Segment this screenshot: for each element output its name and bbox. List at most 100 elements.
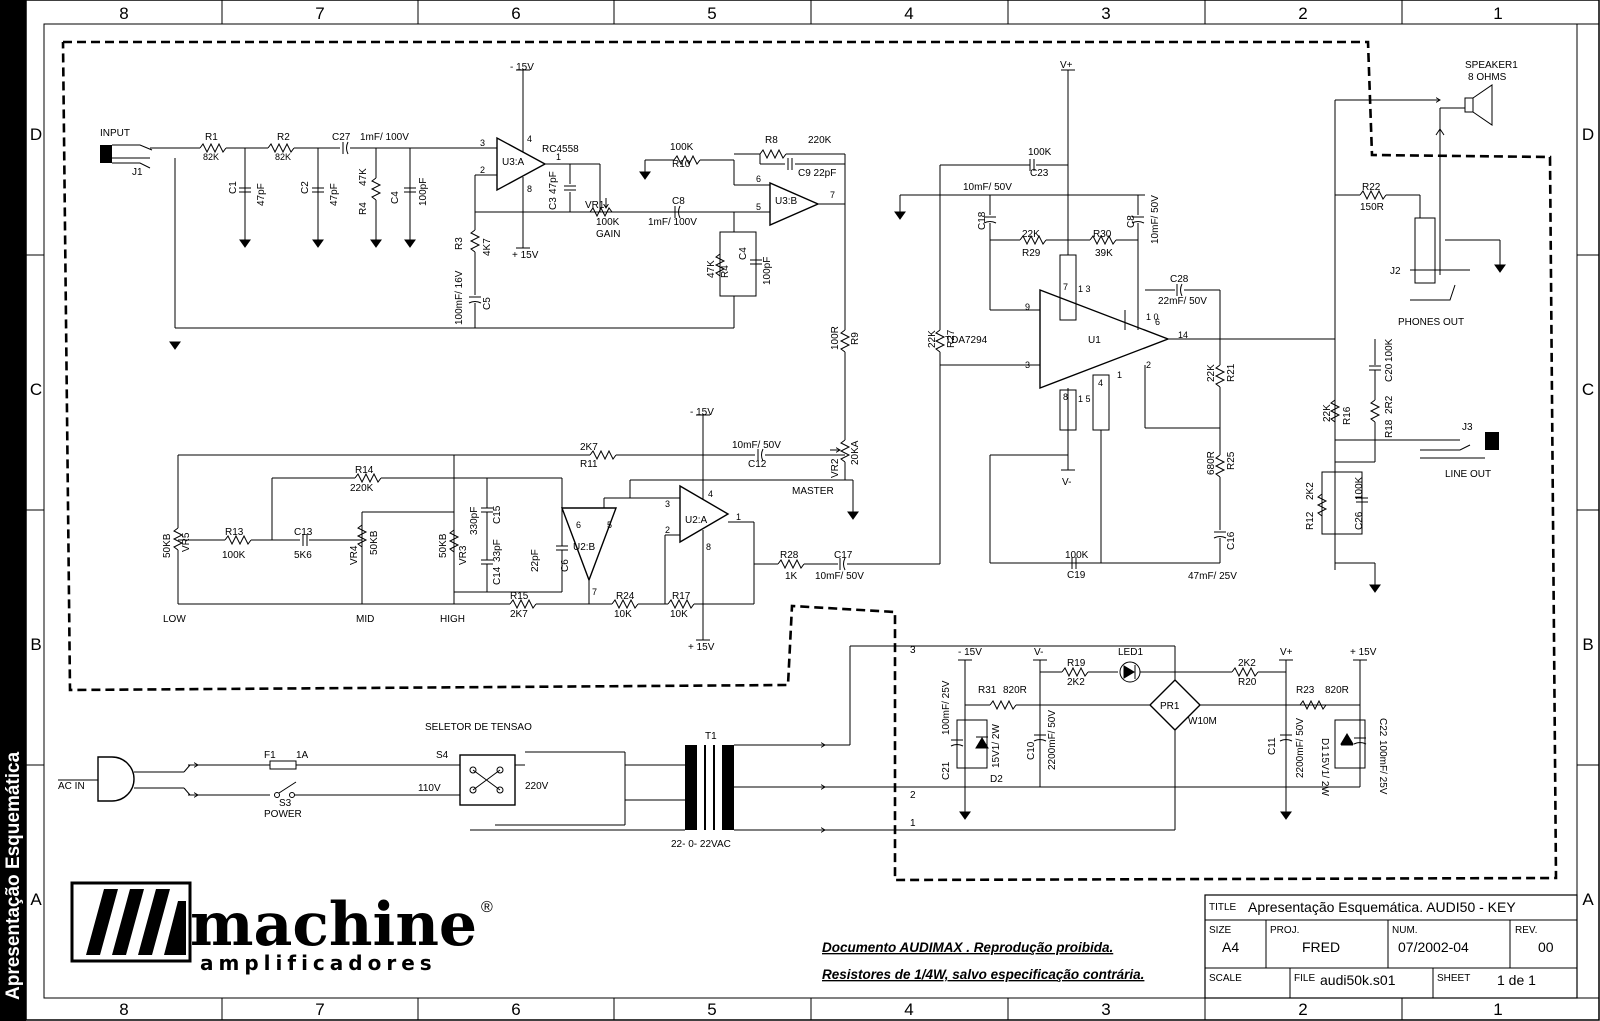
label-r23-value: 820R (1325, 685, 1349, 696)
tb-proj-value: FRED (1302, 939, 1340, 955)
pin: 2 (480, 165, 485, 175)
label-c14-value: 33pF (492, 539, 503, 562)
label-ac-in: AC IN (58, 781, 85, 792)
zone-col-top: 2 (1298, 4, 1307, 23)
label-r2-value: 82K (275, 152, 291, 162)
label-r9-value: 100R (830, 326, 841, 350)
pin: 7 (1063, 282, 1068, 292)
label-vplus-ps: V+ (1280, 647, 1293, 658)
label-r16: R16 (1342, 406, 1353, 425)
label-220v: 220V (525, 781, 549, 792)
pin: 14 (1178, 330, 1188, 340)
zone-col-top: 4 (904, 4, 913, 23)
label-s3: S3 (279, 798, 292, 809)
tb-file-value: audi50k.s01 (1320, 972, 1396, 988)
zone-col-top: 7 (315, 4, 324, 23)
label-r13-value: 100K (222, 550, 246, 561)
note-line-2: Resistores de 1/4W, salvo especificação … (822, 967, 1144, 982)
label-r4b-value: 47K (706, 260, 717, 278)
pin: 4 (1098, 378, 1103, 388)
label-r17-value: 10K (670, 609, 688, 620)
label-22-0-22vac: 22- 0- 22VAC (671, 839, 731, 850)
label-r11: R11 (580, 459, 598, 470)
label-r22-value: 150R (1360, 202, 1384, 213)
label-r16-value: 22K (1322, 404, 1333, 422)
label-neg15v-c: - 15V (958, 647, 982, 658)
tb-title-label: TITLE (1209, 902, 1237, 913)
label-input: INPUT (100, 128, 130, 139)
label-u3b: U3:B (775, 196, 798, 207)
label-vr3-value: 50KB (438, 533, 449, 558)
label-c15: C15 (492, 505, 503, 524)
tb-num-label: NUM. (1392, 925, 1418, 936)
label-c4a: C4 (390, 191, 401, 204)
label-vr5: VR5 (181, 532, 192, 552)
zone-labels: 8 7 6 5 4 3 2 1 8 7 6 5 4 3 2 1 D C B A … (30, 4, 1594, 1019)
label-r10-value: 100K (670, 142, 694, 153)
label-neg15v-b: - 15V (690, 407, 714, 418)
label-tap-3: 3 (910, 645, 916, 656)
zone-ticks (26, 0, 1599, 1020)
power-amp-wiring (894, 70, 1335, 569)
zone-col-bottom: 5 (707, 1000, 716, 1019)
tb-num-value: 07/2002-04 (1398, 939, 1469, 955)
label-r8-value: 220K (808, 135, 832, 146)
label-r19-value: 2K2 (1067, 677, 1085, 688)
tb-rev-value: 00 (1538, 939, 1554, 955)
tb-scale-label: SCALE (1209, 973, 1242, 984)
label-c1: C1 (228, 181, 239, 194)
label-master: MASTER (792, 486, 834, 497)
label-c27: C27 (332, 132, 351, 143)
label-c27-value: 1mF/ 100V (360, 132, 409, 143)
label-line-out: LINE OUT (1445, 469, 1491, 480)
pin: 5 (607, 520, 612, 530)
label-r27-value: 22K (927, 330, 938, 348)
label-power: POWER (264, 809, 302, 820)
label-speaker1: SPEAKER1 (1465, 60, 1518, 71)
label-c16: C16 (1226, 531, 1237, 550)
tb-size-value: A4 (1222, 939, 1239, 955)
label-phones-out: PHONES OUT (1398, 317, 1464, 328)
label-c6: C6 (560, 559, 571, 572)
logo-brand: machine (190, 890, 477, 960)
zone-col-bottom: 1 (1493, 1000, 1502, 1019)
zone-row-right: A (1582, 890, 1594, 909)
pin: 6 (576, 520, 581, 530)
zone-col-bottom: 6 (511, 1000, 520, 1019)
label-r14-value: 220K (350, 483, 374, 494)
zone-row-right: C (1582, 380, 1594, 399)
pin: 6 (1155, 317, 1160, 327)
logo-registered: ® (481, 899, 493, 916)
label-vplus-top: V+ (1060, 60, 1073, 71)
pin: 1 5 (1078, 394, 1091, 404)
label-c23-value: 100K (1028, 147, 1052, 158)
label-r21-value: 22K (1206, 364, 1217, 382)
inner-border (43, 23, 1600, 999)
label-pr1: PR1 (1160, 701, 1180, 712)
label-r25: R25 (1226, 451, 1237, 470)
label-r20-value: 2K2 (1238, 658, 1256, 669)
label-c13: C13 (294, 527, 313, 538)
notes: Documento AUDIMAX . Reprodução proibida.… (822, 940, 1144, 982)
label-r24-value: 10K (614, 609, 632, 620)
zone-col-bottom: 3 (1101, 1000, 1110, 1019)
pin: 8 (527, 184, 532, 194)
label-110v: 110V (418, 783, 441, 794)
pin: 1 3 (1078, 284, 1091, 294)
label-c11-value: 2200mF/ 50V (1295, 718, 1306, 778)
label-j3: J3 (1462, 422, 1473, 433)
logo-frame (70, 881, 192, 963)
label-d2: D2 (990, 774, 1003, 785)
label-vminus-ps: V- (1034, 647, 1043, 658)
preamp-wiring (100, 70, 859, 520)
tb-proj-label: PROJ. (1270, 925, 1299, 936)
tb-title-value: Apresentação Esquemática. AUDI50 - KEY (1248, 899, 1516, 915)
label-r18: R18 (1384, 419, 1395, 438)
label-r15-value: 2K7 (510, 609, 528, 620)
label-u2b: U2:B (573, 542, 596, 553)
label-r19: R19 (1067, 658, 1086, 669)
pin: 3 (665, 499, 670, 509)
label-u2a: U2:A (685, 515, 708, 526)
tb-sheet-label: SHEET (1437, 973, 1470, 984)
